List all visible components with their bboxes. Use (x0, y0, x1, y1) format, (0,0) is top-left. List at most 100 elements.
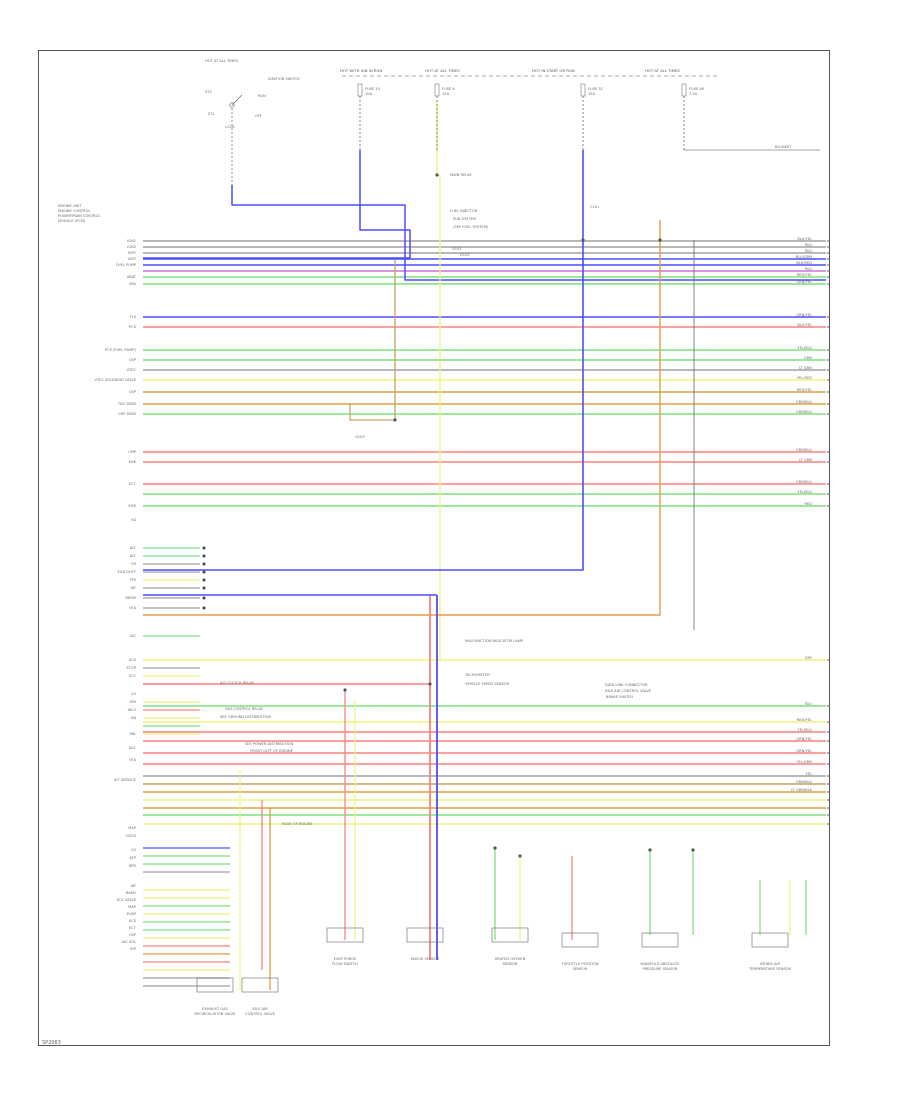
ignition-position-label: OFF (255, 114, 262, 118)
pcm-pin-label: PCS (129, 325, 137, 329)
callout-label: SEE POWER DISTRIBUTION (245, 742, 293, 746)
wire-color-label: GRN/BLU (796, 480, 812, 484)
pcm-header-label: MODULE (PCM) (58, 219, 86, 223)
pcm-pin-label: IGN (129, 700, 136, 704)
pcm-header-label: ENGINE CONTROL (58, 209, 90, 213)
pcm-pin-label: BARO (126, 891, 136, 895)
callout-label: FUEL INJECTOR (450, 209, 478, 213)
wire-color-label: BLK/RED (796, 261, 812, 265)
connector-pin (827, 359, 829, 361)
pcm-pin-label: FUEL PUMP (116, 263, 137, 267)
pcm-pin-label: VCC (129, 674, 137, 678)
pcm-pin-label: EGR (128, 504, 136, 508)
terminal-icon (202, 554, 206, 558)
splice-dot (581, 238, 585, 242)
pcm-pin-label: ATP (129, 856, 136, 860)
splice-dot (658, 238, 662, 242)
callout-label: SEE GROUND DISTRIBUTION (220, 715, 271, 719)
ignition-position-label: LOCK (225, 125, 235, 129)
wire-color-label: RED/YEL (797, 718, 812, 722)
callout-label: REAR OF ENGINE (282, 822, 313, 826)
connector-pin (827, 258, 829, 260)
connector-pin (827, 451, 829, 453)
callout-label: DATA LINK CONNECTOR (605, 683, 648, 687)
connector-pin (827, 326, 829, 328)
pcm-pin-label: SOL VALVE (117, 898, 137, 902)
pcm-pin-label: PCS (FUEL PUMP) (105, 348, 137, 352)
pcm-pin-label: SCS (129, 658, 137, 662)
wire-color-label: BLU/YEL (797, 237, 812, 241)
connector-pin (827, 264, 829, 266)
pcm-pin-label: BPS (129, 864, 137, 868)
fuse-label: FUSE 32 (588, 87, 603, 91)
pcm-pin-label: HO2S (126, 834, 137, 838)
connector-pin (827, 379, 829, 381)
wire-color-label: LT GRN/BLK (791, 788, 812, 792)
terminal-icon (202, 546, 206, 550)
callout-label: G102 (460, 253, 470, 257)
connector-pin (827, 493, 829, 495)
ignition-position-label: ST2 (205, 90, 212, 94)
connector-pin (827, 705, 829, 707)
fuse-icon (357, 83, 363, 97)
connector-pin (827, 505, 829, 507)
splice-dot (691, 848, 695, 852)
component-label: FLOW SWITCH (332, 962, 358, 966)
fuse-rating: 10A (365, 92, 373, 96)
pcm-pin-label: IAC SOL (122, 940, 136, 944)
connector-pin (827, 276, 829, 278)
pcm-pin-label: LG (131, 692, 136, 696)
terminal-icon (202, 562, 206, 566)
component-label: MANIFOLD ABSOLUTE (640, 962, 680, 966)
fuse-icon (434, 83, 440, 97)
component-label: THROTTLE POSITION (560, 962, 598, 966)
ignition-position-label: ST1 (208, 112, 215, 116)
connector-pin (827, 349, 829, 351)
pcm-pin-label: IGP (130, 947, 137, 951)
pcm-pin-label: EGR DUTY (118, 570, 137, 574)
component-label: SENSOR (503, 962, 518, 966)
wire-color-label: BLU (805, 249, 812, 253)
connector-pin (827, 721, 829, 723)
pcm-pin-label: KS (131, 518, 136, 522)
wire-color-label: BLU/GRN (796, 255, 812, 259)
pcm-pin-label: IGP1 (128, 251, 136, 255)
sensor-icon (751, 932, 789, 948)
splice-dot (493, 846, 497, 850)
splice-dot (428, 682, 432, 686)
component-label: INTAKE AIR (760, 962, 780, 966)
pcm-header-label: POWERTRAIN CONTROL (58, 214, 101, 218)
wire-color-label: YEL/BLU (797, 490, 812, 494)
wire-color-label: BLU (805, 702, 812, 706)
pcm-pin-label: VBAT (127, 275, 137, 279)
splice-dot (435, 173, 439, 177)
wire-color-label: RED (804, 502, 812, 506)
component-label: SENSOR (573, 967, 588, 971)
pcm-pin-label: O2 (131, 848, 136, 852)
fuse-rating: 7.5A (689, 92, 698, 96)
fuse-rating: 15A (588, 92, 596, 96)
sensor-icon (561, 932, 599, 948)
pcm-pin-label: CMP (128, 450, 137, 454)
pcm-pin-label: MIL (130, 732, 136, 736)
wire-color-label: YEL (806, 772, 812, 776)
wire-color-label: GRN/YEL (796, 749, 812, 753)
sensor-icon (326, 927, 364, 943)
power-feed-label: HOT AT ALL TIMES (645, 68, 680, 73)
terminal-icon (202, 606, 206, 610)
ignition-switch-arm (231, 94, 243, 106)
wire-color-label: GRN/BLU (796, 400, 812, 404)
connector-pin (827, 775, 829, 777)
connector-pin (827, 659, 829, 661)
wire-color-label: BLU/WHT (775, 145, 792, 149)
connector-pin (827, 483, 829, 485)
connector-pin (827, 246, 829, 248)
pcm-pin-label: IACV (128, 708, 137, 712)
wire-color-label: GRN/YEL (796, 737, 812, 741)
fuse-icon (580, 83, 586, 97)
wire-color-label: RED/YEL (797, 388, 812, 392)
sensor-icon (196, 977, 234, 993)
splice-dot (343, 688, 347, 692)
connector-pin (827, 391, 829, 393)
